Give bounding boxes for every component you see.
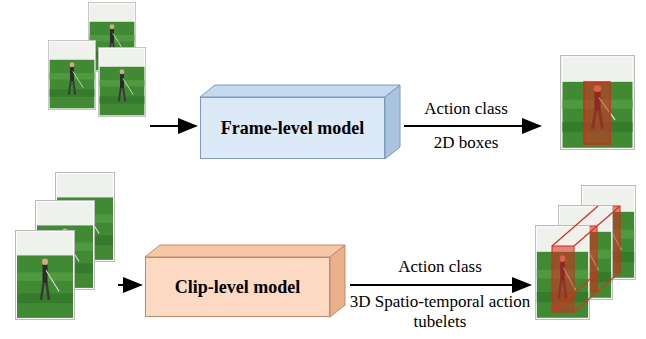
output-label: 3D Spatio-temporal action tubelets [345,292,535,331]
video-frame [16,231,75,320]
action-box [584,82,610,144]
box-side [385,85,400,159]
output-frame [561,56,635,150]
box-top [145,245,345,257]
output-label: Action class [391,99,541,119]
output-arrow [350,284,530,286]
box-side [330,245,345,317]
model-label: Frame-level model [221,118,364,139]
output-label: Action class [365,257,515,277]
input-arrow [118,284,141,286]
model-box: Clip-level model [145,257,330,317]
output-label: 2D boxes [391,133,541,153]
video-frame [48,40,95,109]
output-arrow [404,125,540,127]
video-frame [98,47,145,116]
box-top [200,85,400,97]
input-arrow [150,125,196,127]
model-box: Frame-level model [200,97,385,159]
tubelet-outline [552,206,620,312]
model-label: Clip-level model [175,277,300,298]
